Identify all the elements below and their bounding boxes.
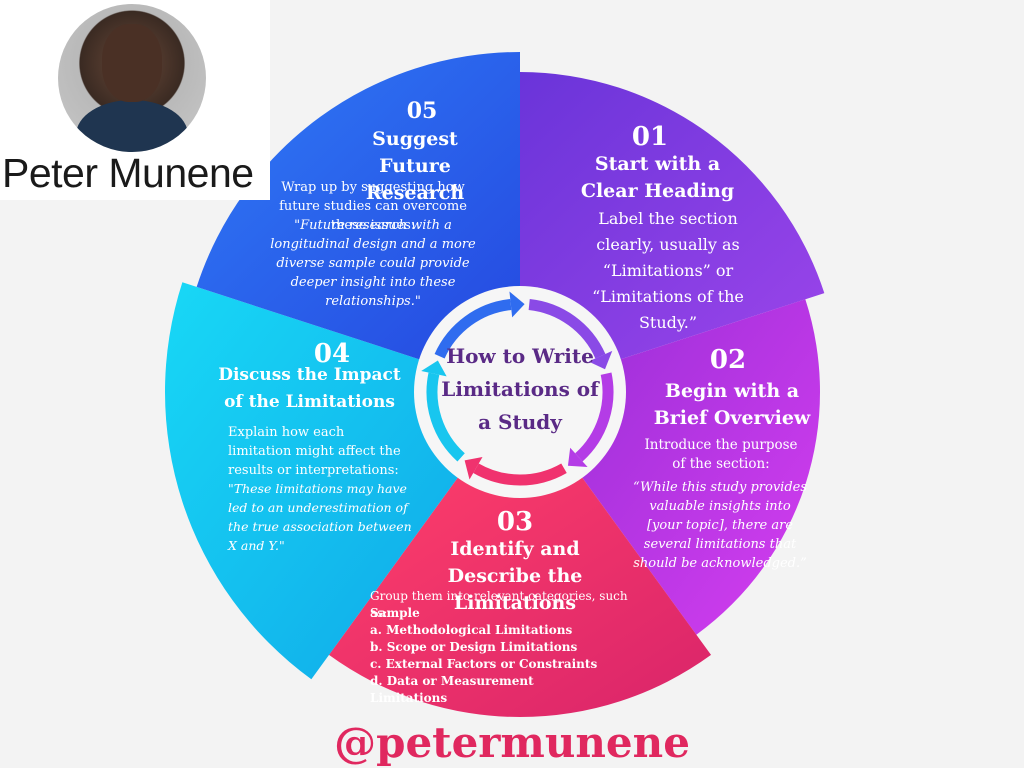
step-02-quote: “While this study provides valuable insi… [632,480,808,571]
step-05-quote: "Future research with a longitudinal des… [270,218,476,309]
step-05-text: Wrap up by suggesting how future studies… [279,180,467,233]
step-03-text: Group them into relevant categories, suc… [370,589,628,620]
sector-02 [574,299,820,635]
step-04-quote: "These limitations may have led to an un… [228,481,412,553]
arrow-segment-01 [528,299,606,359]
step-03-list-item-c: c. External Factors or Constraints [370,657,598,671]
center-disc [450,322,590,462]
author-photo [58,4,206,152]
step-03-list-item-a: a. Methodological Limitations [370,623,573,637]
arrow-segment-01-head [588,350,613,370]
arrow-segment-02-head [567,447,588,468]
step-01-heading: Start with a Clear Heading [580,153,735,202]
step-04-text: Explain how each limitation might affect… [228,425,401,478]
step-01-number: 01 [631,122,669,152]
step-03-heading: Identify and Describe the Limitations [447,538,583,614]
arrow-segment-03 [473,463,567,486]
author-name: Peter Munene [2,150,254,196]
arrow-segment-02 [575,372,614,462]
sector-03 [328,466,712,717]
step-04-number: 04 [313,339,351,369]
arrow-segment-05-head [509,291,525,318]
step-03-list-title: Sample [370,606,420,620]
step-05-heading: Suggest Future Research [365,128,465,204]
arrow-segment-04 [426,372,465,462]
sector-01 [520,72,825,364]
step-05-number: 05 [406,98,438,124]
step-04-heading: Discuss the Impact of the Limitations [218,365,401,412]
author-card: Peter Munene [0,0,270,200]
arrow-segment-03-head [464,456,483,480]
arrow-segment-04-head [421,360,447,377]
sector-04 [165,282,466,680]
step-02-text: Introduce the purpose of the section: [644,437,798,472]
step-03-number: 03 [496,507,534,537]
step-02-heading: Begin with a Brief Overview [653,380,811,429]
sector-05 [196,52,520,364]
step-02-number: 02 [709,345,747,375]
step-03-list-item-d: d. Data or Measurement Limitations [370,674,534,705]
center-title: How to Write Limitations of a Study [441,344,599,434]
step-03-list-item-b: b. Scope or Design Limitations [370,640,578,654]
social-handle: @petermunene [334,718,690,767]
step-01-text: Label the section clearly, usually as “L… [592,209,744,332]
arrow-segment-05 [434,299,512,359]
